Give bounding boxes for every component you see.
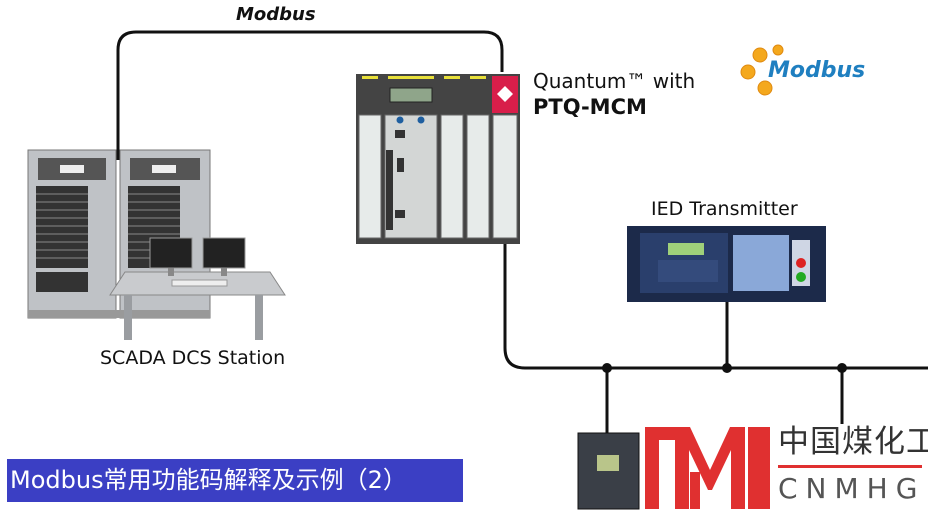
modbus-bus-label: Modbus: [236, 4, 316, 25]
watermark-en-text: CNMHG: [778, 472, 926, 505]
scada-label: SCADA DCS Station: [100, 347, 286, 369]
watermark-mh-logo: [645, 427, 922, 509]
bus-junctions: [602, 363, 847, 373]
junction-dot: [722, 363, 732, 373]
field-bus-line: [503, 244, 928, 370]
ied-transmitter-icon: [627, 226, 826, 302]
quantum-plc-icon: [356, 74, 520, 244]
plc-label: Quantum™ with PTQ-MCM: [533, 68, 695, 120]
watermark-cn-text: 中国煤化工: [778, 424, 928, 460]
modbus-logo-text: Modbus: [768, 58, 866, 83]
scada-station-icon: [27, 149, 286, 340]
junction-dot: [837, 363, 847, 373]
plc-label-line1: Quantum™ with: [533, 69, 696, 93]
plc-label-line2: PTQ-MCM: [533, 95, 647, 119]
title-banner: Modbus常用功能码解释及示例（2）: [7, 459, 463, 502]
protection-relay-icon: [577, 432, 640, 510]
bus-lines: [116, 30, 928, 433]
modbus-logo-icon: [740, 44, 784, 96]
ied-label: IED Transmitter: [651, 198, 798, 220]
brand-diamond-icon: [497, 86, 513, 102]
junction-dot: [602, 363, 612, 373]
modbus-link-line: [116, 30, 504, 160]
